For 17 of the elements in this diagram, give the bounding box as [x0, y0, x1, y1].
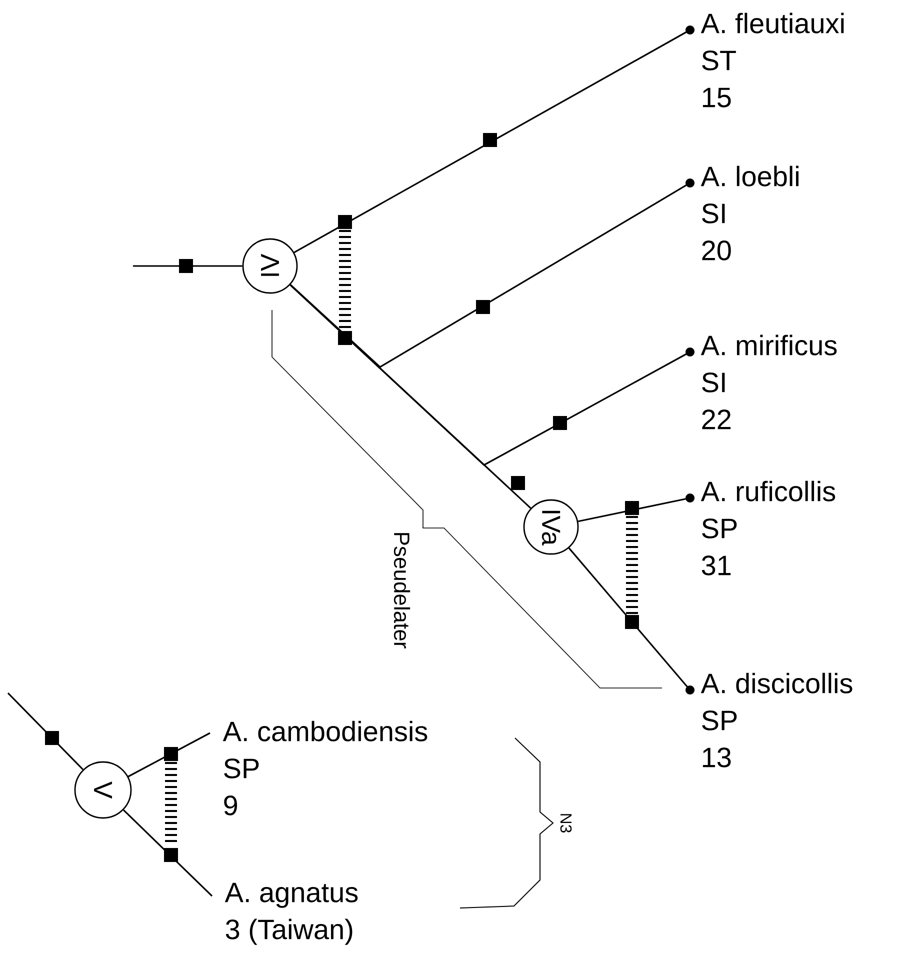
taxon-label: A. discicollis SP 13: [700, 672, 852, 768]
branch-line: [294, 26, 694, 254]
branch-line: [128, 732, 210, 778]
branch-line: [123, 809, 213, 897]
branch-line: [568, 548, 694, 694]
taxon-label: A. cambodiensis SP 9: [222, 720, 428, 816]
branch-line: [133, 265, 242, 267]
taxon-label: A. fleutiauxi ST 15: [700, 12, 844, 108]
taxon-label: A. ruficollis SP 31: [700, 480, 836, 576]
taxon-label: A. agnatus 3 (Taiwan): [224, 882, 358, 945]
branch-line: [578, 494, 694, 522]
bracket-label: Pseudelater: [394, 533, 410, 648]
taxon-label: A. loebli SI 20: [700, 166, 798, 260]
branch-line: [290, 284, 532, 509]
brace-label: N3: [560, 814, 572, 833]
branch-line: [7, 692, 84, 770]
taxon-label: A. mirificus SI 22: [700, 334, 837, 430]
